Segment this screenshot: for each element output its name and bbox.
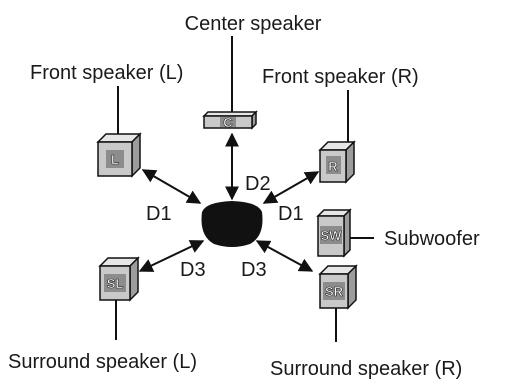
- front-left-speaker-letter: L: [111, 152, 119, 167]
- d1-left-arrow: [141, 169, 202, 204]
- surround-right-speaker: SR: [318, 264, 358, 310]
- d3-right-arrow: [255, 240, 314, 272]
- distance-label-d2: D2: [245, 173, 271, 195]
- distance-label-d3-left: D3: [180, 259, 206, 281]
- front-left-speaker-label: Front speaker (L): [30, 62, 183, 84]
- surround-left-speaker-letter: SL: [107, 276, 124, 291]
- distance-label-d1-right: D1: [278, 203, 304, 225]
- front-right-speaker-letter: R: [328, 159, 338, 174]
- center-speaker-label: Center speaker: [185, 13, 322, 35]
- center-speaker-letter: C: [223, 115, 233, 130]
- front-right-speaker-label: Front speaker (R): [262, 66, 419, 88]
- subwoofer-letter: SW: [321, 228, 343, 243]
- surround-left-speaker-label: Surround speaker (L): [8, 351, 197, 373]
- surround-right-speaker-letter: SR: [325, 284, 344, 299]
- distance-label-d1-left: D1: [146, 203, 172, 225]
- d1-right-arrow: [262, 171, 320, 204]
- d3-left-arrow: [138, 240, 205, 272]
- center-speaker: C: [202, 110, 258, 130]
- subwoofer-label: Subwoofer: [384, 228, 480, 250]
- surround-right-speaker-label: Surround speaker (R): [270, 358, 462, 380]
- front-left-speaker: L: [96, 132, 142, 178]
- subwoofer-speaker: SW: [316, 208, 352, 258]
- surround-left-speaker: SL: [98, 256, 140, 302]
- front-right-speaker: R: [318, 140, 356, 184]
- listener-position: [201, 201, 263, 247]
- distance-label-d3-right: D3: [241, 259, 267, 281]
